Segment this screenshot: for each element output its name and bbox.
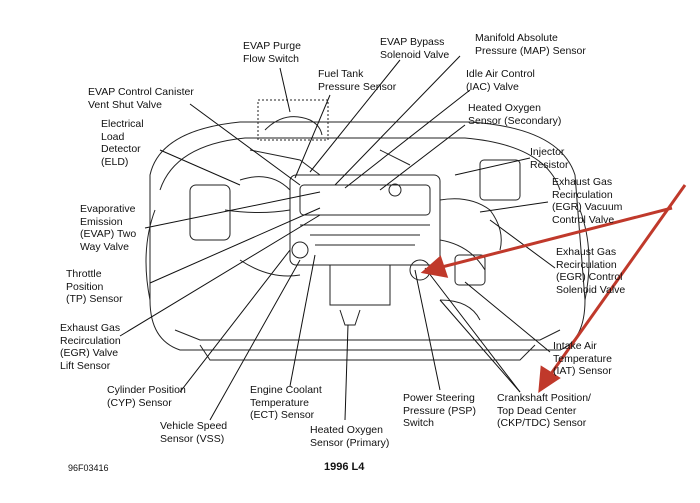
label-vss: Vehicle Speed Sensor (VSS) — [160, 420, 228, 445]
label-eld: Electrical Load Detector (ELD) — [101, 118, 144, 168]
label-ect-sensor: Engine Coolant Temperature (ECT) Sensor — [250, 384, 322, 421]
figure-code: 96F03416 — [68, 463, 109, 473]
label-egr-valve-lift-sensor: Exhaust Gas Recirculation (EGR) Valve Li… — [60, 322, 121, 372]
model-caption: 1996 L4 — [324, 461, 365, 473]
label-evap-canister-vent-shut-valve: EVAP Control Canister Vent Shut Valve — [88, 86, 194, 111]
label-iac-valve: Idle Air Control (IAC) Valve — [466, 68, 535, 93]
label-evap-bypass-solenoid-valve: EVAP Bypass Solenoid Valve — [380, 36, 450, 61]
label-map-sensor: Manifold Absolute Pressure (MAP) Sensor — [475, 32, 586, 57]
label-ckp-tdc-sensor: Crankshaft Position/ Top Dead Center (CK… — [497, 392, 591, 429]
label-egr-control-solenoid-valve: Exhaust Gas Recirculation (EGR) Control … — [556, 246, 626, 296]
label-iat-sensor: Intake Air Temperature (IAT) Sensor — [553, 340, 612, 377]
label-fuel-tank-pressure-sensor: Fuel Tank Pressure Sensor — [318, 68, 397, 93]
label-evap-two-way-valve: Evaporative Emission (EVAP) Two Way Valv… — [80, 203, 137, 253]
label-heated-oxygen-sensor-secondary: Heated Oxygen Sensor (Secondary) — [468, 102, 562, 127]
label-heated-oxygen-sensor-primary: Heated Oxygen Sensor (Primary) — [310, 424, 390, 449]
label-injector-resistor: Injector Resistor — [530, 146, 569, 171]
label-egr-vacuum-control-valve: Exhaust Gas Recirculation (EGR) Vacuum C… — [552, 176, 623, 226]
label-psp-switch: Power Steering Pressure (PSP) Switch — [403, 392, 476, 429]
label-evap-purge-flow-switch: EVAP Purge Flow Switch — [243, 40, 301, 65]
label-cyp-sensor: Cylinder Position (CYP) Sensor — [107, 384, 186, 409]
label-tp-sensor: Throttle Position (TP) Sensor — [66, 268, 123, 305]
